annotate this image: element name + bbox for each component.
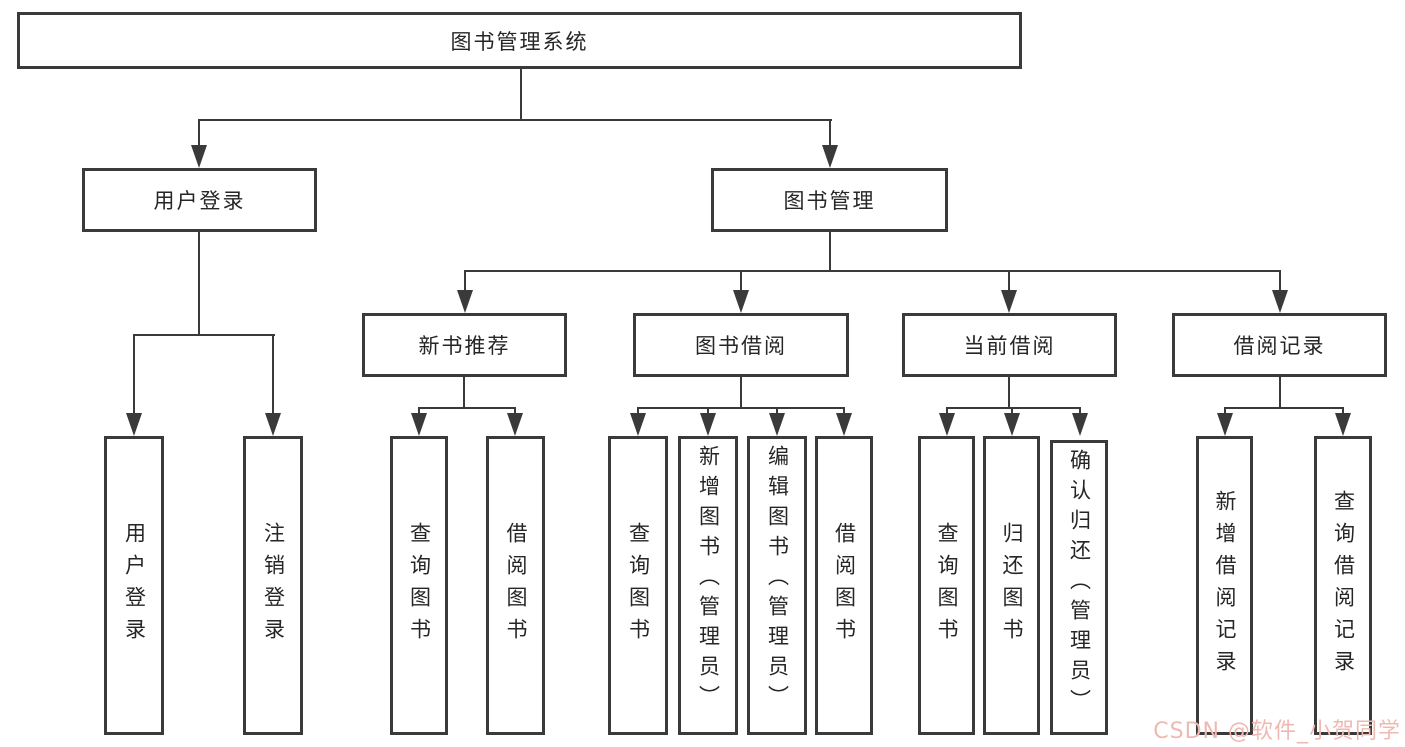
- arrow-down-icon: [457, 290, 473, 313]
- connector-line: [463, 377, 465, 409]
- leaf-query-borrow-record: 查询借阅记录: [1314, 436, 1372, 735]
- connector-line: [520, 68, 522, 120]
- arrow-down-icon: [836, 413, 852, 436]
- arrow-down-icon: [126, 413, 142, 436]
- connector-line: [740, 270, 742, 294]
- arrow-down-icon: [733, 290, 749, 313]
- node-label: 用户登录: [153, 189, 246, 213]
- connector-line: [1279, 270, 1281, 294]
- arrow-down-icon: [507, 413, 523, 436]
- connector-line: [1279, 377, 1281, 409]
- connector-line: [829, 232, 831, 272]
- node-label: 借阅记录: [1233, 334, 1326, 358]
- node-label: 图书借阅: [695, 334, 787, 358]
- connector-line: [198, 119, 832, 121]
- arrow-down-icon: [630, 413, 646, 436]
- arrow-down-icon: [700, 413, 716, 436]
- arrow-down-icon: [769, 413, 785, 436]
- arrow-down-icon: [1272, 290, 1288, 313]
- node-book-management: 图书管理: [711, 168, 948, 232]
- node-new-book-recommend: 新书推荐: [362, 313, 567, 377]
- connector-line: [829, 119, 831, 150]
- leaf-query-books-borrowing: 查询图书: [608, 436, 668, 735]
- leaf-query-books-current: 查询图书: [918, 436, 975, 735]
- connector-line: [198, 232, 200, 336]
- node-label: 借阅图书: [504, 521, 528, 650]
- arrow-down-icon: [265, 413, 281, 436]
- connector-line: [198, 119, 200, 150]
- leaf-add-books-admin: 新增图书（管理员）: [678, 436, 738, 735]
- leaf-borrow-books-recommend: 借阅图书: [486, 436, 545, 735]
- node-label: 注销登录: [261, 521, 286, 650]
- leaf-user-login: 用户登录: [104, 436, 164, 735]
- node-label: 编辑图书（管理员）: [765, 445, 790, 715]
- arrow-down-icon: [1217, 413, 1233, 436]
- leaf-borrow-books: 借阅图书: [815, 436, 873, 735]
- node-book-borrowing: 图书借阅: [633, 313, 849, 377]
- arrow-down-icon: [1072, 413, 1088, 436]
- node-label: 确认归还（管理员）: [1067, 449, 1092, 719]
- connector-line: [946, 407, 1081, 409]
- arrow-down-icon: [411, 413, 427, 436]
- leaf-confirm-return-admin: 确认归还（管理员）: [1050, 440, 1108, 735]
- connector-line: [272, 334, 274, 418]
- arrow-down-icon: [822, 145, 838, 168]
- watermark: CSDN @软件_小贺同学: [1153, 719, 1401, 744]
- leaf-query-books-recommend: 查询图书: [390, 436, 448, 735]
- connector-line: [464, 270, 466, 294]
- connector-line: [1224, 407, 1344, 409]
- leaf-logout-login: 注销登录: [243, 436, 303, 735]
- node-library-management-system: 图书管理系统: [17, 12, 1022, 69]
- node-label: 归还图书: [1000, 521, 1024, 650]
- node-label: 新增图书（管理员）: [696, 445, 721, 715]
- connector-line: [637, 407, 845, 409]
- node-label: 查询图书: [935, 521, 959, 650]
- connector-line: [1008, 270, 1010, 294]
- node-label: 查询图书: [626, 521, 651, 650]
- connector-line: [133, 334, 135, 418]
- connector-line: [464, 270, 1281, 272]
- connector-line: [133, 334, 275, 336]
- node-label: 查询图书: [407, 521, 432, 650]
- arrow-down-icon: [191, 145, 207, 168]
- node-current-borrowing: 当前借阅: [902, 313, 1117, 377]
- arrow-down-icon: [939, 413, 955, 436]
- node-label: 图书管理系统: [450, 29, 589, 54]
- connector-line: [740, 377, 742, 409]
- node-label: 借阅图书: [832, 521, 857, 650]
- node-label: 新书推荐: [418, 334, 511, 358]
- arrow-down-icon: [1001, 290, 1017, 313]
- leaf-return-books: 归还图书: [983, 436, 1040, 735]
- connector-line: [418, 407, 516, 409]
- leaf-add-borrow-record: 新增借阅记录: [1196, 436, 1253, 735]
- node-user-login: 用户登录: [82, 168, 317, 232]
- arrow-down-icon: [1004, 413, 1020, 436]
- node-label: 用户登录: [122, 521, 147, 650]
- connector-line: [1008, 377, 1010, 409]
- leaf-edit-books-admin: 编辑图书（管理员）: [747, 436, 807, 735]
- arrow-down-icon: [1335, 413, 1351, 436]
- node-label: 查询借阅记录: [1331, 489, 1356, 682]
- node-label: 图书管理: [783, 189, 876, 213]
- node-label: 新增借阅记录: [1213, 489, 1237, 682]
- node-borrowing-records: 借阅记录: [1172, 313, 1387, 377]
- node-label: 当前借阅: [963, 334, 1056, 358]
